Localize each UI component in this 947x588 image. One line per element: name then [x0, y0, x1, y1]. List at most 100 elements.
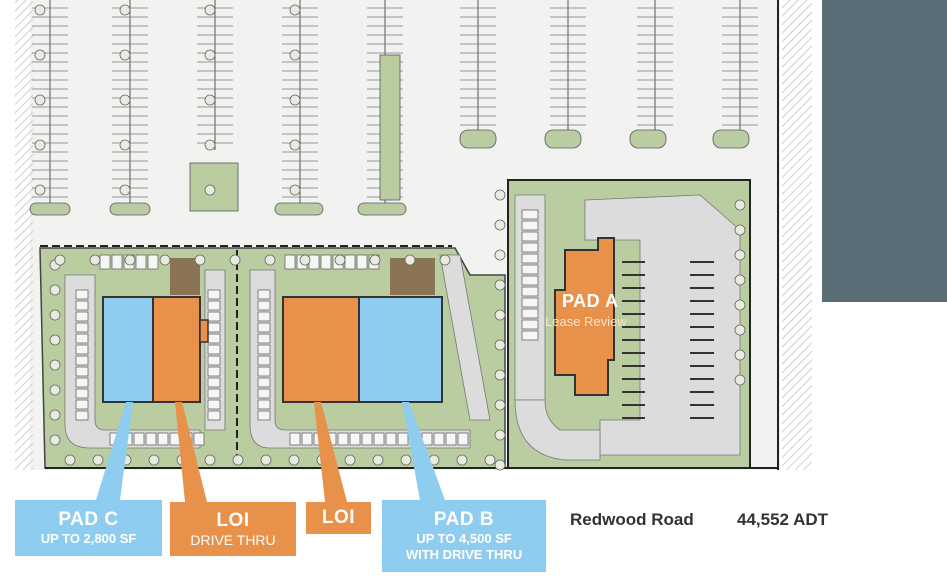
- tree: [494, 369, 506, 381]
- parking-stall: [75, 366, 89, 377]
- tree: [92, 454, 104, 466]
- parking-stall: [257, 322, 271, 333]
- tree: [734, 324, 746, 336]
- parking-stall: [145, 432, 157, 446]
- tree: [119, 139, 131, 151]
- tree: [49, 434, 61, 446]
- tree: [289, 184, 301, 196]
- parking-stall: [207, 355, 221, 366]
- parking-stall: [320, 254, 332, 270]
- tree: [49, 409, 61, 421]
- parking-stall: [99, 254, 111, 270]
- tree: [49, 309, 61, 321]
- pad-c-label: PAD C UP TO 2,800 SF: [15, 500, 162, 556]
- parking-stall: [135, 254, 147, 270]
- tree: [204, 454, 216, 466]
- parking-stall: [385, 432, 397, 446]
- tree: [334, 254, 346, 266]
- parking-stall: [257, 289, 271, 300]
- property-lines: [40, 179, 750, 466]
- parking-stall: [257, 355, 271, 366]
- parking-stall: [521, 330, 539, 341]
- parking-stall: [133, 432, 145, 446]
- parking-stall: [75, 289, 89, 300]
- parking-stall: [207, 366, 221, 377]
- tree: [734, 224, 746, 236]
- parking-stall: [111, 254, 123, 270]
- tree: [369, 254, 381, 266]
- road-traffic-count: 44,552 ADT: [737, 510, 829, 529]
- loi-pointer: [314, 402, 347, 502]
- pad-c-title: PAD C: [58, 509, 119, 530]
- parking-stall: [257, 344, 271, 355]
- tree: [232, 454, 244, 466]
- parking-stall: [521, 253, 539, 264]
- tree: [494, 309, 506, 321]
- tree: [64, 454, 76, 466]
- tree: [289, 94, 301, 106]
- parking-stall: [373, 432, 385, 446]
- tree: [119, 4, 131, 16]
- parking-stall: [75, 322, 89, 333]
- parking-stall: [147, 254, 159, 270]
- parking-stall: [257, 410, 271, 421]
- parking-stall: [397, 432, 409, 446]
- tree: [229, 254, 241, 266]
- tree: [439, 254, 451, 266]
- tree: [194, 254, 206, 266]
- tree: [34, 139, 46, 151]
- parking-stall: [521, 264, 539, 275]
- tree: [494, 459, 506, 471]
- parking-stall: [193, 432, 205, 446]
- tree: [119, 94, 131, 106]
- tree: [159, 254, 171, 266]
- tree: [204, 94, 216, 106]
- pad-a-parking-stalls: [622, 261, 714, 419]
- tree: [288, 454, 300, 466]
- parking-stall: [75, 333, 89, 344]
- parking-stall: [257, 311, 271, 322]
- tree: [204, 184, 216, 196]
- tree: [49, 384, 61, 396]
- loi-drive-thru-pointer: [175, 402, 207, 502]
- parking-stall: [344, 254, 356, 270]
- pad-b-detail-1: UP TO 4,500 SF: [416, 531, 512, 546]
- parking-stall: [521, 308, 539, 319]
- parking-stall: [521, 242, 539, 253]
- tree: [494, 219, 506, 231]
- brown-patch-1: [170, 258, 200, 295]
- parking-stall: [349, 432, 361, 446]
- pad-a-title: PAD A: [562, 291, 619, 311]
- pad-a-building: [554, 237, 615, 396]
- parking-stall: [337, 432, 349, 446]
- parking-stall: [75, 300, 89, 311]
- tree: [494, 429, 506, 441]
- tree: [734, 374, 746, 386]
- loi-drive-thru-label: LOI DRIVE THRU: [170, 502, 296, 556]
- parking-stall: [75, 344, 89, 355]
- pad-b-pointer: [402, 402, 445, 500]
- parking-stall: [75, 377, 89, 388]
- tree: [734, 249, 746, 261]
- parking-stall: [284, 254, 296, 270]
- tree: [494, 399, 506, 411]
- tree: [734, 199, 746, 211]
- tree: [484, 454, 496, 466]
- tree: [124, 254, 136, 266]
- tree: [49, 359, 61, 371]
- building-notch: [199, 319, 209, 343]
- parking-stall: [207, 399, 221, 410]
- loi-drive-thru-title: LOI: [216, 509, 250, 531]
- loi-drive-thru-detail: DRIVE THRU: [190, 531, 276, 548]
- tree: [148, 454, 160, 466]
- tree: [119, 184, 131, 196]
- parking-stall: [75, 355, 89, 366]
- hatched-strip-left: [15, 0, 33, 470]
- tree: [34, 49, 46, 61]
- parking-stall: [521, 231, 539, 242]
- tree: [494, 249, 506, 261]
- parking-stall: [257, 399, 271, 410]
- tree: [260, 454, 272, 466]
- tree: [204, 139, 216, 151]
